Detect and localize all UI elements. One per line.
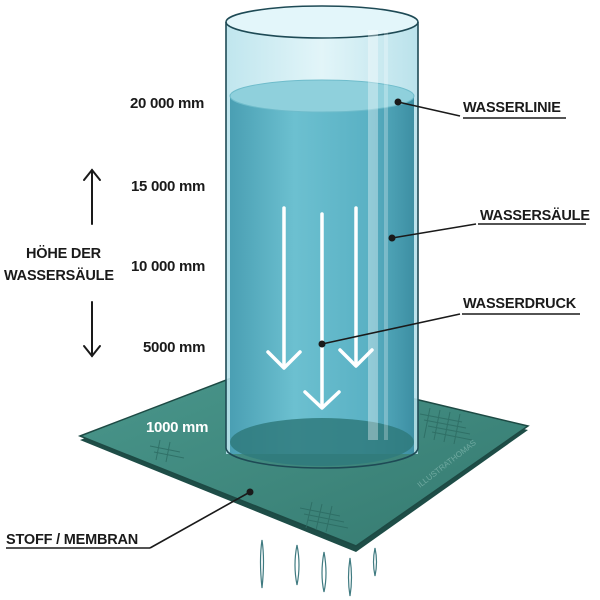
callouts: WASSERLINIE WASSERSÄULE WASSERDRUCK STOF…: [6, 98, 591, 549]
water-drop: [259, 539, 265, 589]
up-arrow-icon: [83, 168, 101, 225]
water-drop: [372, 547, 378, 577]
height-label-line2: WASSERSÄULE: [4, 267, 114, 284]
water-drop: [294, 544, 300, 586]
water-drop: [347, 557, 353, 597]
scale-label-1000: 1000 mm: [146, 419, 208, 436]
callout-water-column: WASSERSÄULE: [480, 207, 590, 224]
scale-label-20000: 20 000 mm: [130, 95, 204, 112]
callout-water-pressure: WASSERDRUCK: [463, 296, 577, 312]
callout-fabric: STOFF / MEMBRAN: [6, 532, 138, 548]
water-surface: [230, 80, 414, 112]
scale-label-10000: 10 000 mm: [131, 258, 205, 275]
water-drop: [321, 551, 327, 593]
cylinder-top-rim: [225, 5, 419, 39]
callout-water-line: WASSERLINIE: [463, 100, 561, 116]
scale-label-15000: 15 000 mm: [131, 178, 205, 195]
fabric-texture: [149, 407, 473, 533]
height-label-line1: HÖHE DER: [26, 245, 102, 262]
water-drops: [259, 539, 378, 597]
height-indicator: HÖHE DER WASSERSÄULE: [4, 168, 115, 358]
scale-labels: 20 000 mm 15 000 mm 10 000 mm 5000 mm 10…: [130, 95, 208, 436]
down-arrow-icon: [83, 301, 101, 358]
scale-label-5000: 5000 mm: [143, 339, 205, 356]
